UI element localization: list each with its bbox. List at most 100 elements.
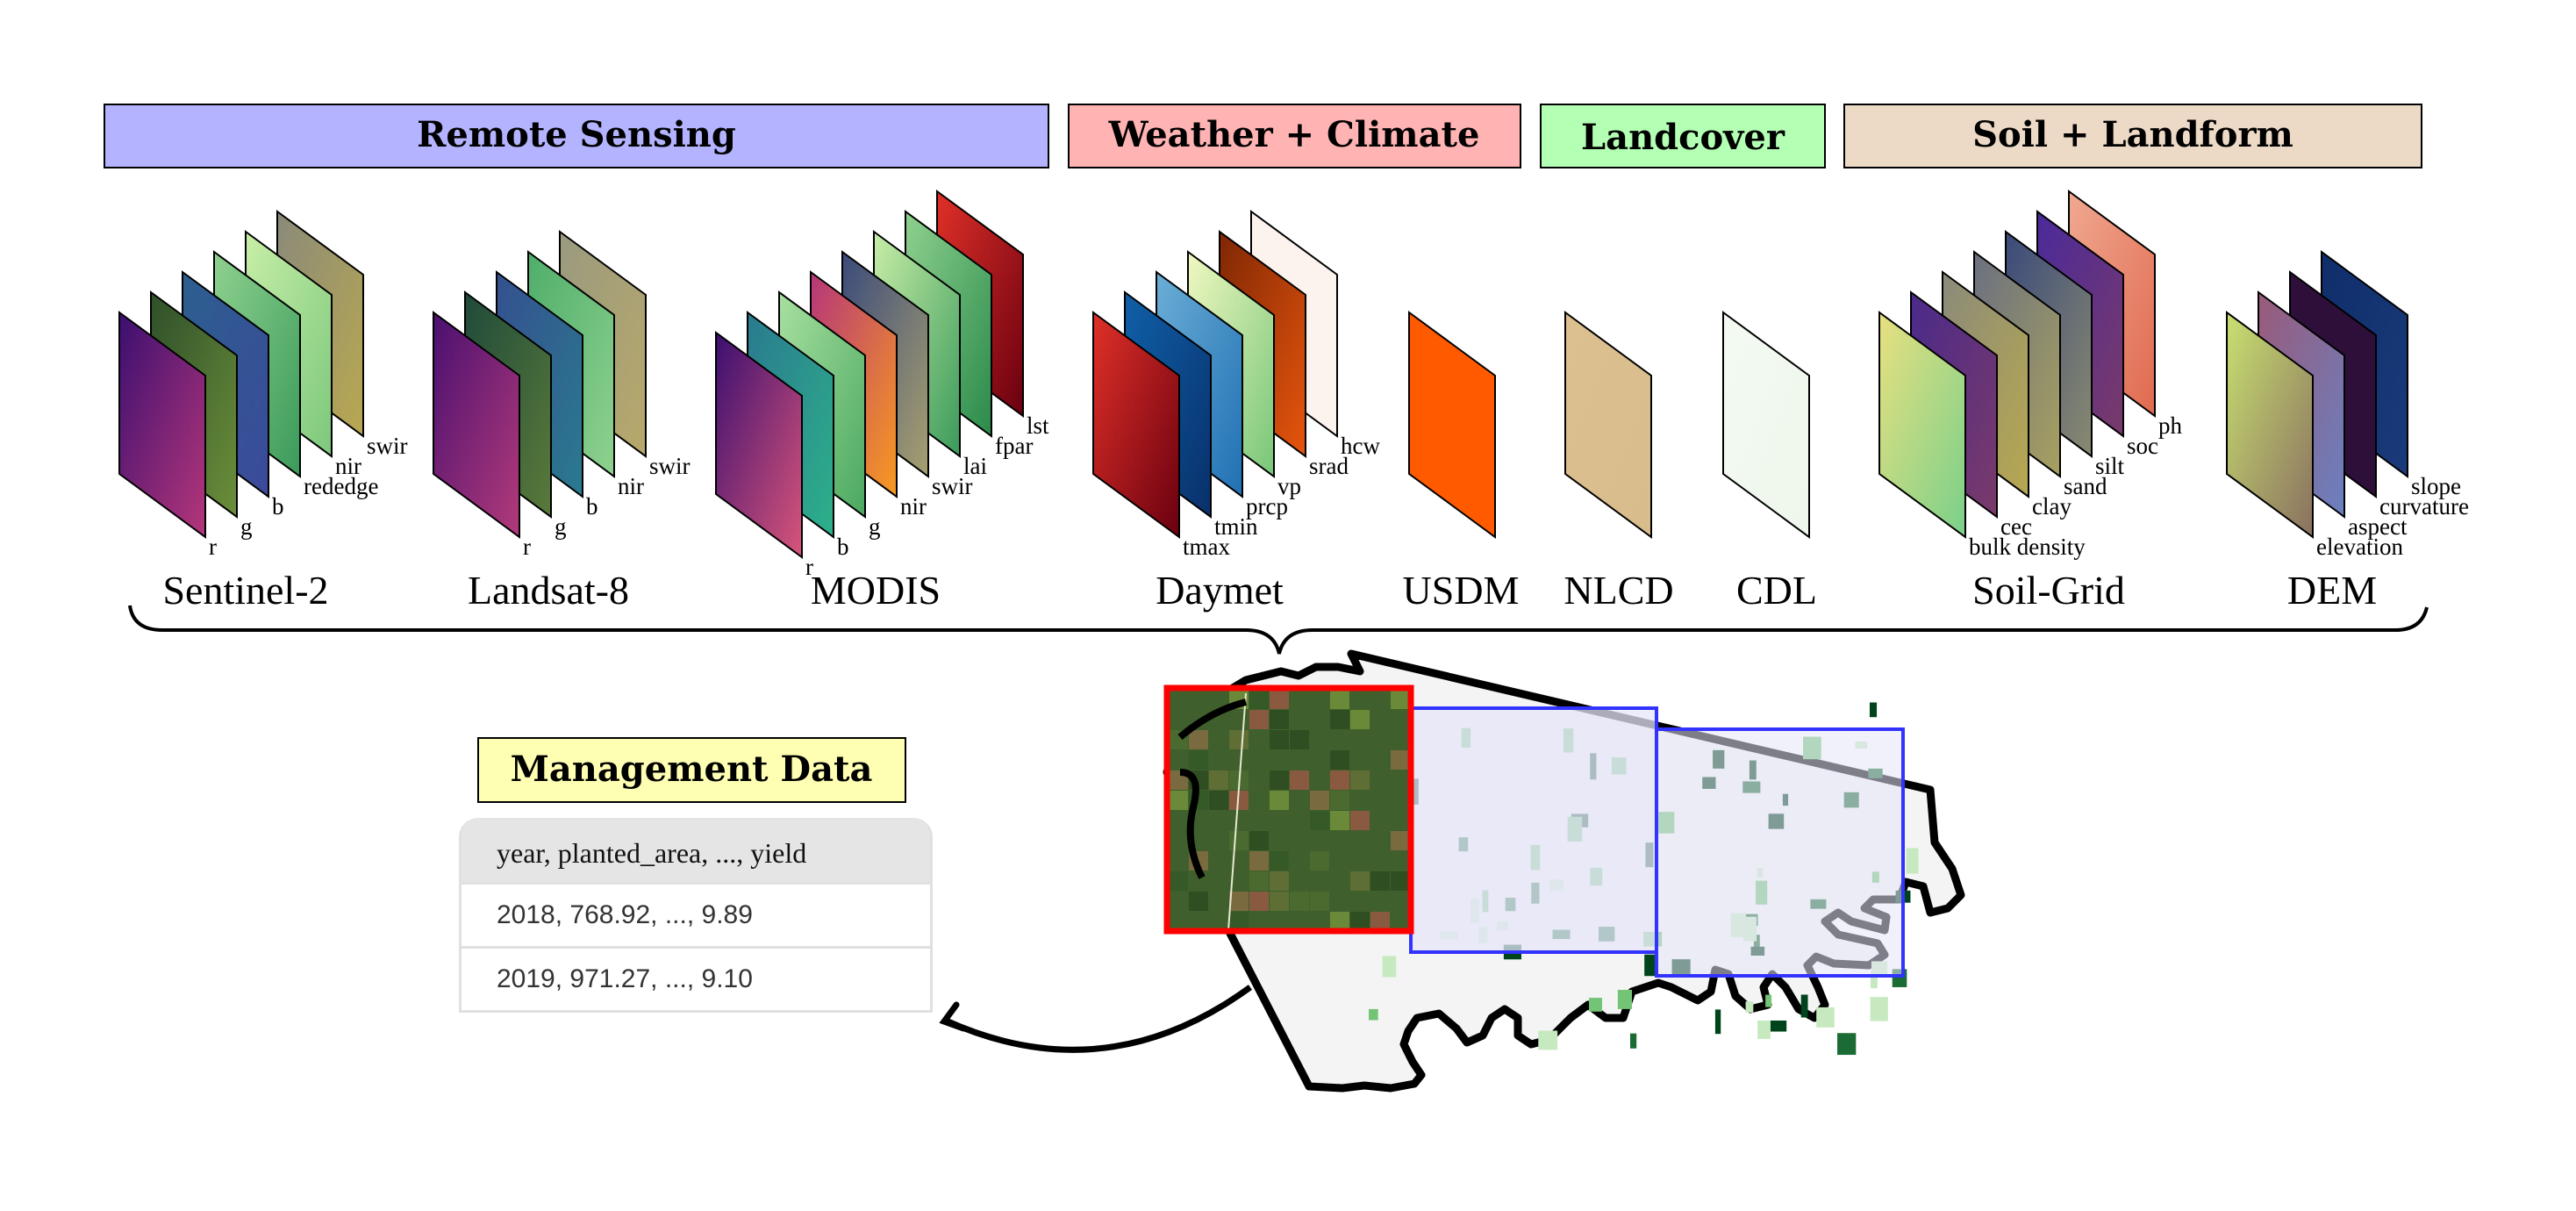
dataset-name: Landsat-8 — [468, 568, 629, 613]
field-parcel — [1350, 912, 1370, 931]
layer-label: swir — [367, 433, 408, 459]
category-box — [1068, 104, 1521, 168]
field-parcel — [1270, 710, 1289, 729]
data-tile-1 — [1409, 706, 1658, 954]
layer-label: r — [209, 534, 217, 560]
layer-panel — [2226, 311, 2314, 539]
management-title-box — [477, 737, 906, 803]
category-box — [1540, 104, 1826, 168]
table-row: 2018, 768.92, ..., 9.89 — [462, 882, 930, 946]
field-parcel — [1330, 770, 1349, 790]
category-headers: Remote Sensing Weather + Climate Landcov… — [104, 104, 2422, 168]
field-parcel — [1249, 871, 1269, 891]
category-landcover: Landcover — [1540, 104, 1826, 168]
layer-label: tmax — [1183, 534, 1230, 560]
category-label: Landcover — [1581, 117, 1785, 158]
field-parcel — [1270, 871, 1289, 891]
satellite-tile — [1163, 684, 1414, 935]
dataset-stacks: rgbrededgenirswirSentinel-2rgbnirswirLan… — [118, 190, 2469, 613]
field-parcel — [1330, 811, 1349, 830]
dataset-soil-grid: bulk densitycecclaysandsiltsocphSoil-Gri… — [1878, 190, 2183, 613]
field-parcel — [1391, 871, 1410, 891]
category-label: Weather + Climate — [1108, 114, 1480, 155]
field-parcel — [1249, 851, 1269, 871]
layer-label: aspect — [2348, 513, 2408, 540]
crop-patch — [1644, 954, 1655, 977]
field-parcel — [1169, 871, 1188, 891]
layer-label: bulk density — [1969, 534, 2086, 560]
field-parcel — [1229, 831, 1249, 850]
layer-panel — [1408, 311, 1496, 539]
dataset-name: Soil-Grid — [1972, 568, 2125, 613]
crop-patch — [1617, 989, 1633, 1009]
management-title: Management Data — [477, 737, 906, 803]
field-parcel — [1270, 791, 1289, 810]
layer-panel — [1092, 311, 1180, 539]
dataset-name: DEM — [2287, 568, 2377, 613]
crop-patch — [1382, 956, 1397, 978]
category-label: Remote Sensing — [417, 114, 736, 155]
field-parcel — [1209, 791, 1228, 810]
dataset-name: CDL — [1736, 568, 1817, 613]
field-parcel — [1229, 892, 1249, 911]
layer-panel — [1722, 311, 1810, 539]
field-parcel — [1391, 831, 1410, 850]
layer-label: g — [869, 513, 881, 540]
field-parcel — [1229, 912, 1249, 931]
field-parcel — [1249, 710, 1269, 729]
layer-label: srad — [1309, 453, 1349, 479]
field-parcel — [1290, 730, 1309, 749]
crop-patch — [1745, 1001, 1754, 1013]
category-remote-sensing: Remote Sensing — [104, 104, 1049, 168]
dataset-usdm: USDM — [1403, 311, 1519, 613]
county-map — [939, 649, 1965, 1093]
field-parcel — [1370, 871, 1390, 891]
layer-label: ph — [2158, 412, 2183, 439]
crop-patch — [1714, 1009, 1721, 1035]
field-parcel — [1189, 750, 1208, 770]
layer-label: r — [523, 534, 531, 560]
table-row: 2019, 971.27, ..., 9.10 — [462, 946, 930, 1010]
layer-panel — [1564, 311, 1652, 539]
layer-label: vp — [1277, 473, 1301, 499]
management-title-label: Management Data — [511, 749, 873, 790]
field-parcel — [1391, 690, 1410, 709]
layer-label: elevation — [2316, 534, 2403, 560]
crop-patch — [1870, 997, 1888, 1021]
highlight-box — [1163, 684, 1414, 935]
field-parcel — [1229, 730, 1249, 749]
field-parcel — [1310, 791, 1329, 810]
county-boundary-segment — [1177, 699, 1247, 879]
field-parcel — [1310, 811, 1329, 830]
layer-label: hcw — [1341, 433, 1380, 459]
field-parcel — [1330, 690, 1349, 709]
layer-label: curvature — [2379, 493, 2469, 520]
crop-patch — [1870, 971, 1878, 989]
layer-label: b — [837, 534, 849, 560]
layer-label: r — [805, 554, 813, 580]
field-parcel — [1350, 770, 1370, 790]
layer-label: swir — [649, 453, 691, 479]
field-parcel — [1270, 690, 1289, 709]
arrow-head — [939, 1001, 967, 1032]
layer-panel — [433, 311, 520, 539]
field-parcel — [1330, 912, 1349, 931]
category-box — [104, 104, 1049, 168]
field-parcel — [1270, 730, 1289, 749]
field-parcel — [1189, 892, 1208, 911]
crop-patch — [1538, 1030, 1558, 1050]
field-parcel — [1350, 710, 1370, 729]
field-parcel — [1330, 710, 1349, 729]
crop-patch — [1589, 998, 1602, 1012]
management-table: year, planted_area, ..., yield 2018, 768… — [459, 818, 933, 1013]
layer-panel — [1878, 311, 1966, 539]
layer-label: fpar — [995, 433, 1033, 459]
category-label: Soil + Landform — [1972, 114, 2293, 155]
field-parcel — [1350, 871, 1370, 891]
category-soil-landform: Soil + Landform — [1843, 104, 2422, 168]
crop-patch — [1869, 702, 1878, 718]
